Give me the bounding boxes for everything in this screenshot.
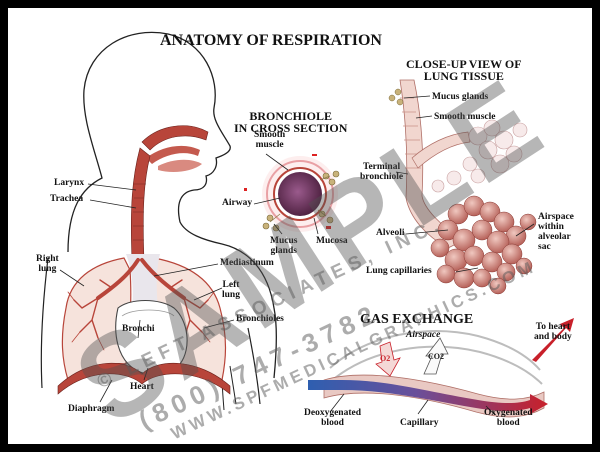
label-alveoli: Alveoli (376, 228, 405, 238)
label-airway: Airway (222, 198, 253, 208)
trachea (130, 147, 151, 261)
label-o2: O2 (380, 354, 391, 363)
label-to-heart: To heart and body (534, 322, 572, 342)
label-mucus-glands-cs: Mucus glands (270, 236, 298, 256)
gas-exchange-title: GAS EXCHANGE (360, 312, 474, 327)
label-smooth-muscle-lt: Smooth muscle (434, 112, 496, 122)
bronchiole-cross-section (244, 154, 340, 232)
label-lung-capillaries: Lung capillaries (366, 266, 432, 276)
label-terminal-bronchiole: Terminal bronchiole (360, 162, 404, 182)
label-mucus-glands-lt: Mucus glands (432, 92, 489, 102)
label-mediastinum: Mediastinum (220, 258, 274, 268)
nasal-passage (141, 125, 209, 151)
label-airspace-alveolar-sac: Airspace within alveolar sac (538, 212, 574, 252)
label-larynx: Larynx (54, 178, 85, 188)
diagram-art (40, 31, 574, 418)
label-oxygenated: Oxygenated blood (484, 408, 533, 428)
bronchiole-title: BRONCHIOLE IN CROSS SECTION (234, 109, 348, 135)
o2-arrow (375, 341, 401, 377)
label-trachea: Trachea (50, 194, 84, 204)
gas-exchange (308, 318, 574, 418)
blood-flow (308, 380, 548, 414)
label-left-lung: Left lung (222, 280, 240, 300)
label-smooth-muscle-cs: Smooth muscle (254, 130, 286, 150)
label-right-lung: Right lung (36, 254, 59, 274)
label-bronchi: Bronchi (122, 324, 155, 334)
label-deoxygenated: Deoxygenated blood (304, 408, 361, 428)
label-airspace: Airspace (406, 330, 441, 340)
diaphragm (57, 362, 231, 395)
arm-left (247, 327, 261, 405)
label-capillary: Capillary (400, 418, 439, 428)
body-outline (67, 31, 277, 379)
lung-tissue-title: CLOSE-UP VIEW OF LUNG TISSUE (406, 57, 522, 83)
diagram-panel: ANATOMY OF RESPIRATION BRONCHIOLE IN CRO… (8, 8, 592, 444)
to-heart-arrow (532, 318, 574, 362)
label-diaphragm: Diaphragm (68, 404, 115, 414)
label-bronchioles: Bronchioles (236, 314, 284, 324)
label-mucosa: Mucosa (316, 236, 348, 246)
page-title: ANATOMY OF RESPIRATION (160, 32, 382, 49)
bronchial-tree (67, 258, 215, 351)
lung-tissue-closeup (388, 79, 537, 295)
label-co2: CO2 (428, 352, 444, 361)
label-heart: Heart (130, 382, 154, 392)
tongue (158, 159, 202, 172)
arm-right (40, 257, 49, 389)
co2-arrow (423, 337, 449, 375)
